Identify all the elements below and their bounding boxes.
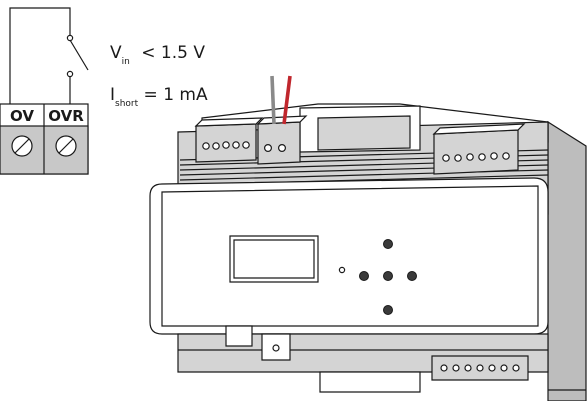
switch-contact-top [66,34,74,42]
button-down[interactable] [383,305,393,315]
terminal-block: OV OVR [0,103,89,175]
connector-bottom-right [431,355,529,381]
voltage-value: < 1.5 V [136,43,205,63]
switch-lever [69,39,89,71]
voltage-subscript: in [122,57,130,67]
terminal-label-ovr: OVR [48,107,84,125]
switch-circuit [9,7,89,104]
status-led-icon [338,266,346,274]
connector-right [432,123,526,175]
din-rail-clip [319,371,421,393]
current-value: = 1 mA [138,85,208,105]
front-panel [149,177,549,335]
wire-grey [270,75,276,125]
voltage-spec: Vin < 1.5 V [110,43,205,67]
current-spec: Ishort = 1 mA [110,85,208,109]
voltage-symbol: V [110,43,122,63]
connector-wired [256,115,308,165]
connector-bottom-left [225,325,291,361]
button-right[interactable] [407,271,417,281]
rear-module-recess [317,115,411,151]
front-panel-inner [161,185,539,327]
button-left[interactable] [359,271,369,281]
button-center[interactable] [383,271,393,281]
current-subscript: short [115,99,139,109]
din-rail-device [149,75,587,402]
connector-left [194,117,264,163]
circuit-wire-top [9,7,71,104]
specifications: Vin < 1.5 V Ishort = 1 mA [110,43,208,109]
lcd-display [229,235,319,283]
current-symbol: I [110,85,115,105]
switch-contact-bottom [66,70,74,78]
button-up[interactable] [383,239,393,249]
wire-red [282,75,292,125]
terminal-label-ov: OV [10,107,34,125]
device-side-wall [547,120,587,402]
